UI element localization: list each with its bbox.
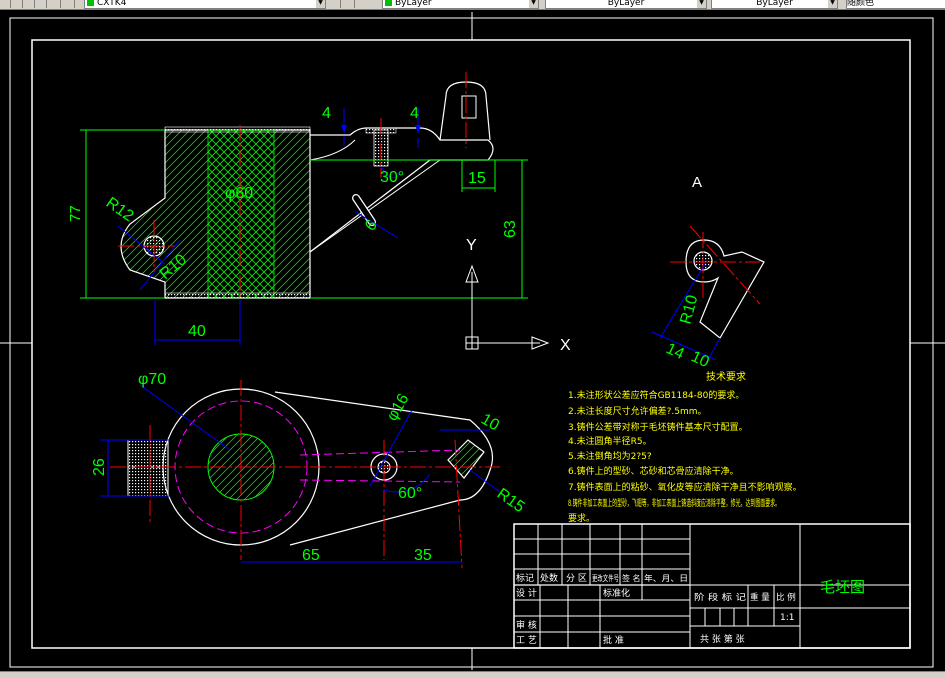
layer-previous-icon[interactable] xyxy=(64,0,75,8)
color-dropdown[interactable]: ByLayer ▼ xyxy=(382,0,539,9)
dim-phi70: φ70 xyxy=(138,371,166,388)
lock-icon[interactable] xyxy=(24,0,35,8)
tb-drawing-name: 毛坯图 xyxy=(820,578,865,596)
ucs-icon: Y X xyxy=(465,237,571,354)
tb-label: 分 区 xyxy=(566,573,587,584)
tech-req-item: 要求。 xyxy=(568,512,595,524)
dim-4-left: 4 xyxy=(322,105,331,122)
chevron-down-icon[interactable]: ▼ xyxy=(828,0,837,8)
lineweight-dropdown[interactable]: ByLayer ▼ xyxy=(711,0,838,9)
layer-color-swatch-icon xyxy=(87,0,94,6)
front-center-lines xyxy=(118,72,467,303)
ucs-x-label: X xyxy=(560,337,571,354)
dim-65: 65 xyxy=(302,547,320,564)
dim-26: 26 xyxy=(91,458,108,476)
dim-63: 63 xyxy=(502,220,519,238)
section-dim-10: 10 xyxy=(688,348,711,371)
ucs-y-label: Y xyxy=(466,237,477,254)
tb-scale-value: 1:1 xyxy=(780,613,794,623)
title-block-texts: 标记 处数 分 区 更改文件号 签 名 年、月、日 设 计 标准化 审 核 工 … xyxy=(516,572,865,646)
dim-77: 77 xyxy=(67,205,84,222)
dim-4-right: 4 xyxy=(410,105,419,122)
top-dim-arrows xyxy=(100,384,501,563)
dim-60deg: 60° xyxy=(398,485,422,502)
dim-35: 35 xyxy=(414,547,432,564)
section-a-label: A xyxy=(692,174,702,191)
tb-label: 标记 xyxy=(516,572,534,584)
tech-req-item: 4.未注圆角半径R5。 xyxy=(568,435,652,447)
tech-req-heading: 技术要求 xyxy=(706,370,746,383)
horizontal-scrollbar[interactable] xyxy=(0,671,945,678)
layer-state-icon[interactable] xyxy=(0,0,11,8)
technical-requirements: 技术要求 1.未注形状公差应符合GB1184-80的要求。 2.未注长度尺寸允许… xyxy=(568,370,802,524)
dim-15: 15 xyxy=(468,170,486,187)
tb-stage-mark: 阶 段 标 记 xyxy=(694,592,747,603)
plotstyle-dropdown[interactable]: 随颜色 xyxy=(846,0,945,9)
tech-req-item: 6.铸件上的型砂、芯砂和芯骨应清除干净。 xyxy=(568,465,739,477)
dim-r12: R12 xyxy=(103,194,137,225)
front-dim-arrows xyxy=(117,108,421,345)
layer-match-icon[interactable] xyxy=(344,0,355,8)
freeze-icon[interactable] xyxy=(12,0,23,8)
front-dimension-lines xyxy=(80,129,528,299)
tb-standardize: 标准化 xyxy=(603,587,630,599)
top-center-lines xyxy=(110,380,500,569)
dim-phi60: φ60 xyxy=(225,185,253,202)
section-dim-r10: R10 xyxy=(677,293,701,326)
tb-design: 设 计 xyxy=(516,587,537,599)
tech-req-item: 1.未注形状公差应符合GB1184-80的要求。 xyxy=(568,389,744,401)
title-block xyxy=(513,523,911,649)
tb-label: 签 名 xyxy=(622,573,641,583)
tech-req-item: 3.铸件公差带对称于毛坯铸件基本尺寸配置。 xyxy=(568,421,748,433)
tb-scale: 比 例 xyxy=(776,592,796,603)
dim-40: 40 xyxy=(188,323,206,340)
section-a-view: A R10 14 10 xyxy=(651,174,765,371)
drawing-frame xyxy=(9,17,934,668)
dim-30deg: 30° xyxy=(380,169,404,186)
layer-manager-icon[interactable] xyxy=(50,0,61,8)
tech-req-item: 2.未注长度尺寸允许偏差?.5mm。 xyxy=(568,405,707,417)
tb-weight: 重 量 xyxy=(750,592,770,603)
properties-toolbar: CXTK4 ▼ ByLayer ▼ ByLayer ▼ ByLayer ▼ 随颜… xyxy=(0,0,945,10)
tech-req-item: 5.未注倒角均为2?5? xyxy=(568,450,652,462)
color-swatch-icon xyxy=(385,0,392,6)
section-dim-14: 14 xyxy=(663,340,686,363)
dim-r15: R15 xyxy=(494,485,528,516)
front-view xyxy=(120,81,494,299)
tb-approve: 批 准 xyxy=(603,634,624,646)
crosshair xyxy=(0,12,945,670)
tb-label: 年、月、日 xyxy=(644,573,688,583)
tb-label: 更改文件号 xyxy=(592,573,619,583)
tb-label: 处数 xyxy=(540,572,558,584)
tb-review: 审 核 xyxy=(516,619,537,631)
color-icon[interactable] xyxy=(36,0,47,8)
tb-process: 工 艺 xyxy=(516,635,537,646)
chevron-down-icon[interactable]: ▼ xyxy=(316,0,325,8)
layer-dropdown[interactable]: CXTK4 ▼ xyxy=(84,0,326,9)
make-current-icon[interactable] xyxy=(330,0,341,8)
dim-phi16: φ16 xyxy=(384,391,413,424)
chevron-down-icon[interactable]: ▼ xyxy=(529,0,538,8)
tech-req-item: 7.铸件表面上的粘砂、氧化皮等应清除干净且不影响观察。 xyxy=(568,481,802,493)
dim-10-top: 10 xyxy=(478,411,502,435)
drawing-canvas[interactable]: 77 R12 φ60 R10 40 4 4 30° 15 63 6 Y X A xyxy=(0,10,945,671)
tb-sheets: 共 张 第 张 xyxy=(700,633,745,645)
chevron-down-icon[interactable]: ▼ xyxy=(697,0,706,8)
linetype-dropdown[interactable]: ByLayer ▼ xyxy=(545,0,707,9)
tech-req-item: 8.铸件非加工表面上的型砂，飞翅等，非加工表面上铸造斜度应清除平整，修光，达到图… xyxy=(568,497,780,509)
